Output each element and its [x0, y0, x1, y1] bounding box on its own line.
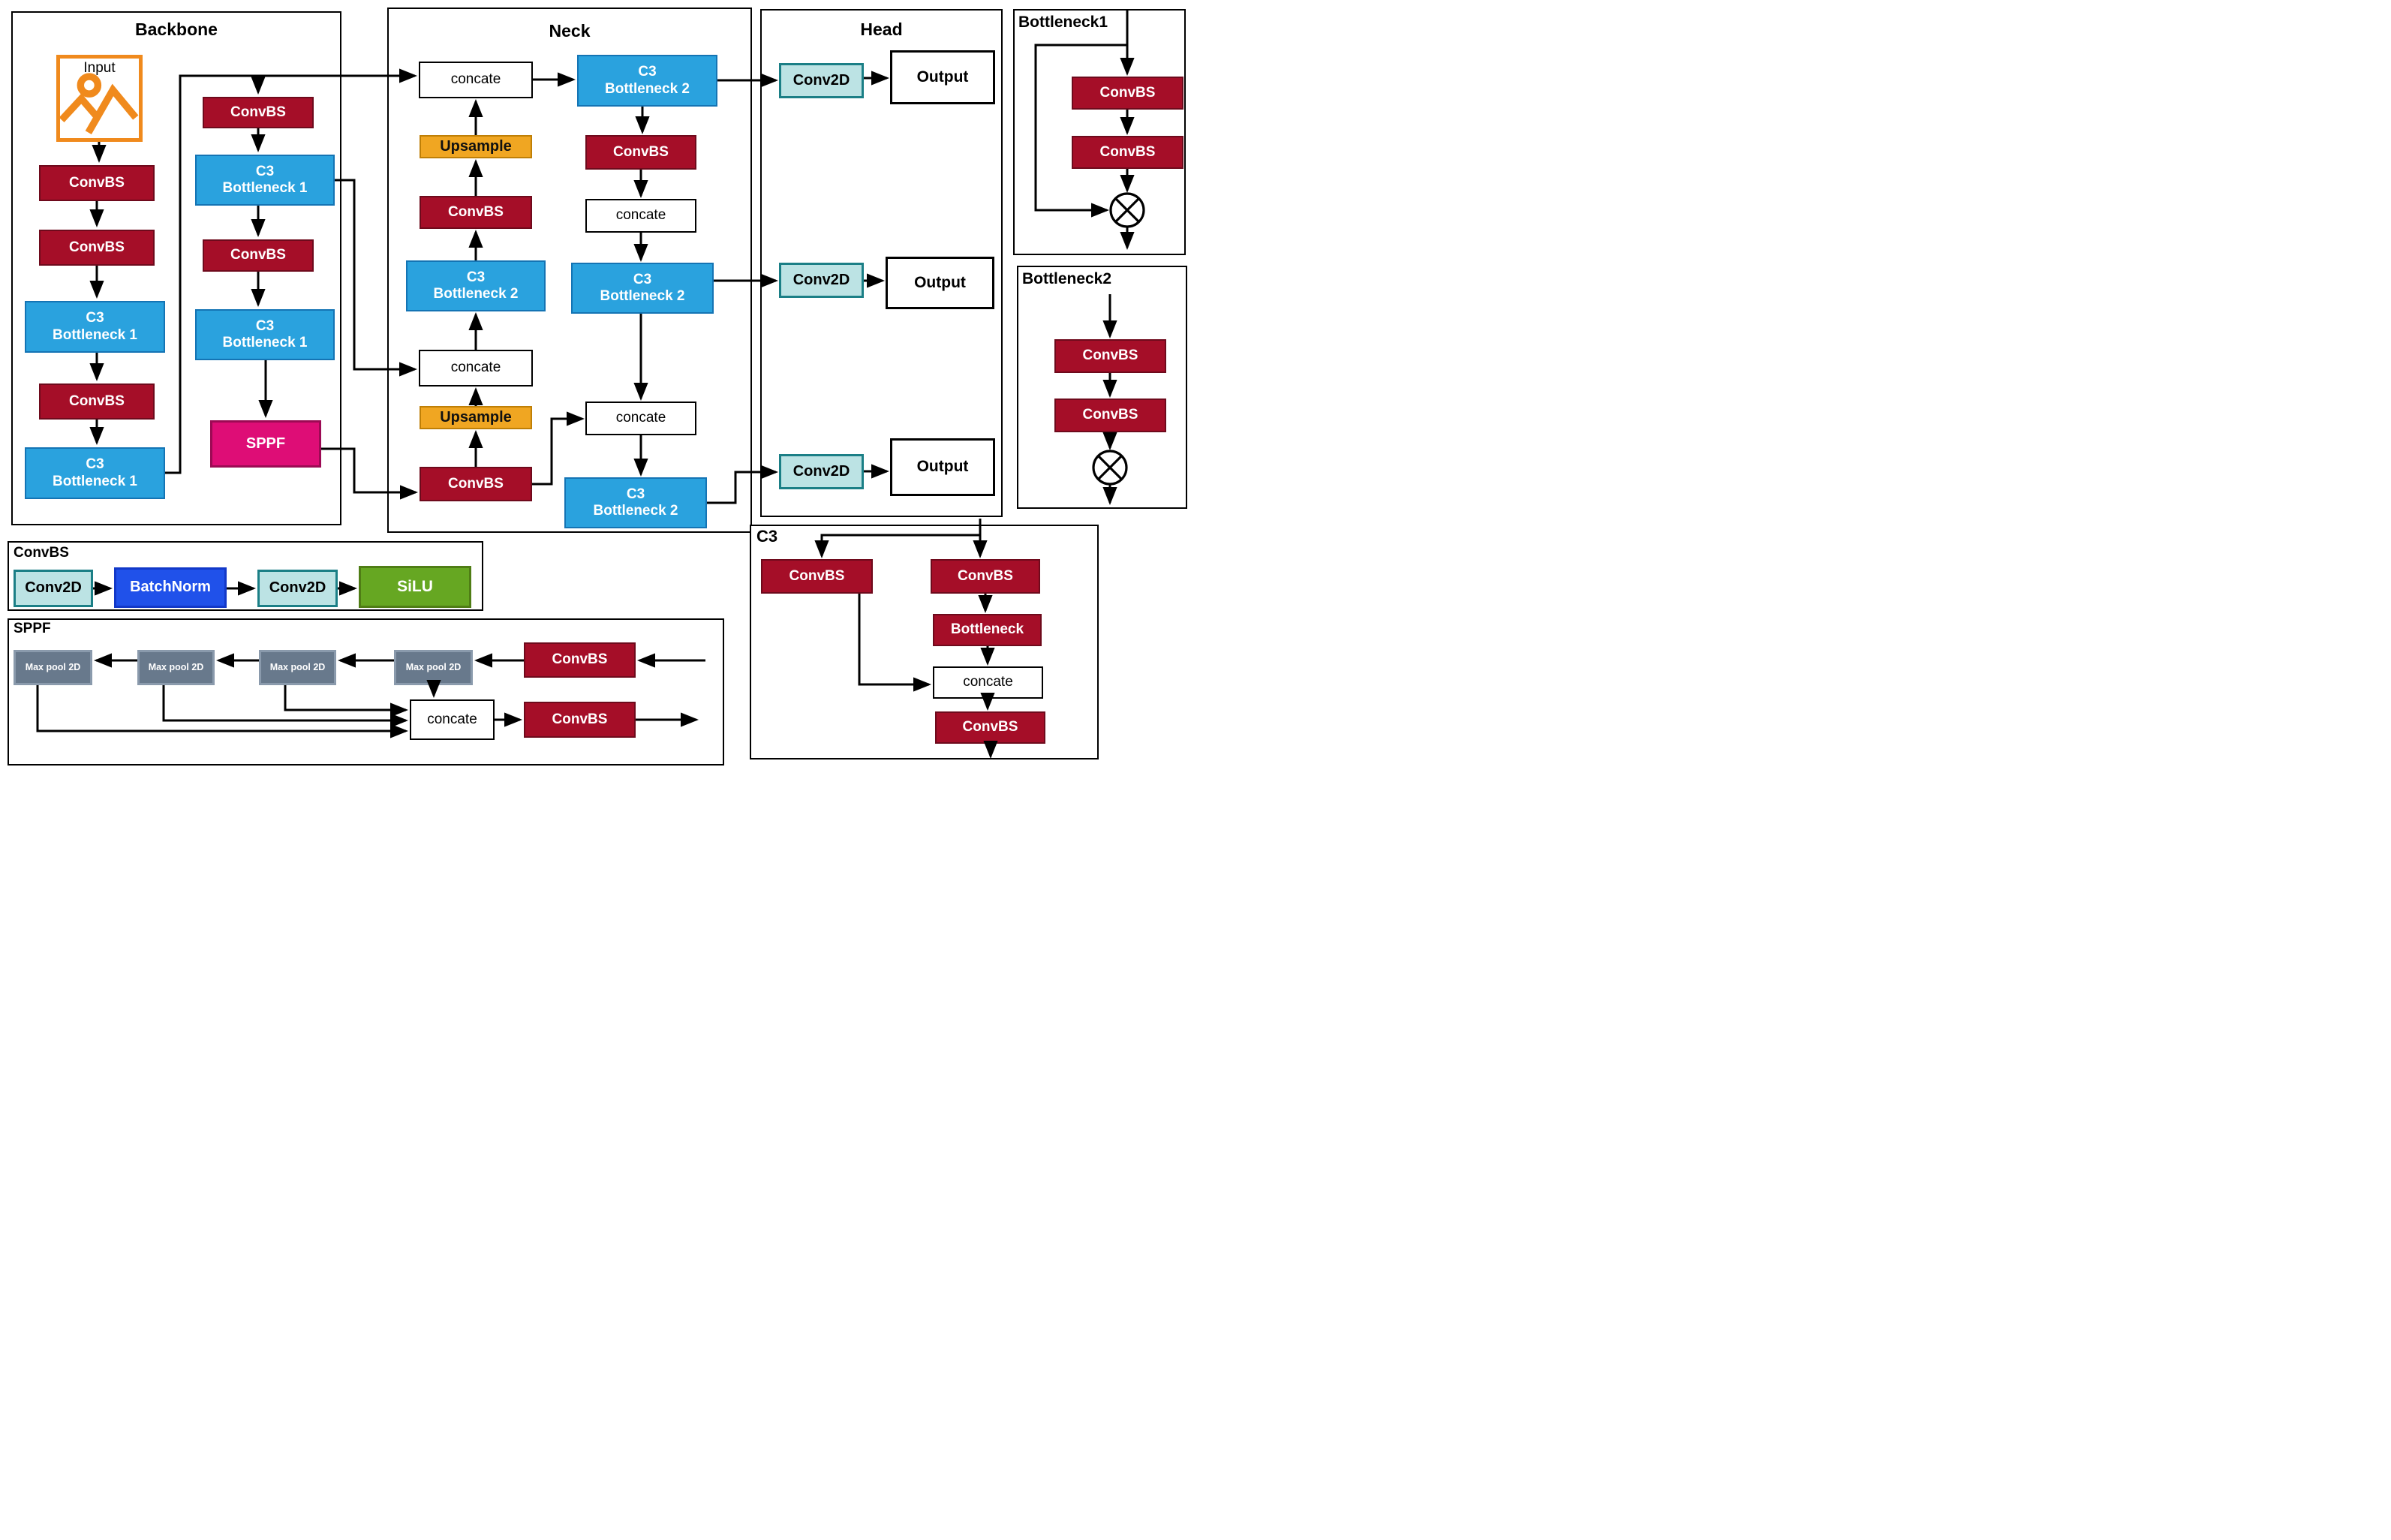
- head-output-3: Output: [890, 438, 995, 496]
- head-output-2: Output: [886, 257, 994, 309]
- neck-upsample-2: Upsample: [420, 406, 532, 429]
- convbs-panel-conv2d-2: Conv2D: [257, 570, 338, 607]
- c3-convbs-bottom: ConvBS: [935, 711, 1045, 744]
- head-conv2d-2: Conv2D: [779, 263, 864, 298]
- convbs-panel-batchnorm: BatchNorm: [114, 567, 227, 608]
- backbone-convbs-1: ConvBS: [39, 165, 155, 201]
- c3-convbs-right: ConvBS: [931, 559, 1040, 594]
- neck-c3bottleneck2-right1: C3 Bottleneck 2: [577, 55, 717, 107]
- bottleneck2-convbs-2: ConvBS: [1054, 399, 1166, 432]
- neck-convbs-1: ConvBS: [420, 196, 532, 229]
- c3-concate: concate: [933, 666, 1043, 699]
- neck-concate-4: concate: [585, 402, 696, 435]
- input-image-box: Input: [56, 55, 143, 142]
- backbone-c3bottleneck1-d: C3 Bottleneck 1: [195, 309, 335, 360]
- sppf-maxpool-3: Max pool 2D: [259, 650, 336, 685]
- head-conv2d-1: Conv2D: [779, 63, 864, 98]
- bottleneck2-title: Bottleneck2: [1022, 270, 1112, 287]
- neck-convbs-2: ConvBS: [420, 467, 532, 501]
- sppf-convbs-1: ConvBS: [524, 642, 636, 678]
- backbone-sppf: SPPF: [210, 420, 321, 468]
- backbone-convbs-4: ConvBS: [203, 97, 314, 128]
- neck-concate-3: concate: [585, 199, 696, 233]
- backbone-title: Backbone: [135, 20, 218, 39]
- c3-convbs-left: ConvBS: [761, 559, 873, 594]
- neck-convbs-3: ConvBS: [585, 135, 696, 170]
- sppf-concate: concate: [410, 699, 495, 740]
- bottleneck1-panel: [1013, 9, 1186, 255]
- bottleneck1-convbs-2: ConvBS: [1072, 136, 1183, 169]
- neck-upsample-1: Upsample: [420, 135, 532, 158]
- sppf-maxpool-2: Max pool 2D: [137, 650, 215, 685]
- neck-concate-1: concate: [419, 62, 533, 98]
- backbone-convbs-2: ConvBS: [39, 230, 155, 266]
- c3-title: C3: [756, 527, 778, 546]
- sppf-convbs-2: ConvBS: [524, 702, 636, 738]
- backbone-convbs-5: ConvBS: [203, 239, 314, 272]
- neck-concate-2: concate: [419, 350, 533, 387]
- backbone-c3bottleneck1-b: C3 Bottleneck 1: [25, 447, 165, 499]
- bottleneck2-panel: [1017, 266, 1187, 509]
- sppf-panel: [8, 618, 724, 765]
- architecture-diagram: Backbone Neck Head Bottleneck1 Bottlenec…: [0, 0, 1196, 770]
- image-icon: [60, 73, 139, 134]
- convbs-panel-conv2d-1: Conv2D: [14, 570, 93, 607]
- convbs-panel-silu: SiLU: [359, 566, 471, 608]
- backbone-convbs-3: ConvBS: [39, 383, 155, 420]
- sppf-maxpool-1: Max pool 2D: [14, 650, 92, 685]
- convbs-panel-title: ConvBS: [14, 545, 69, 561]
- neck-title: Neck: [549, 21, 591, 41]
- sppf-panel-title: SPPF: [14, 621, 51, 636]
- backbone-c3bottleneck1-c: C3 Bottleneck 1: [195, 155, 335, 206]
- bottleneck2-convbs-1: ConvBS: [1054, 339, 1166, 373]
- head-conv2d-3: Conv2D: [779, 454, 864, 489]
- neck-c3bottleneck2-right2: C3 Bottleneck 2: [571, 263, 714, 314]
- backbone-c3bottleneck1-a: C3 Bottleneck 1: [25, 301, 165, 353]
- bottleneck1-title: Bottleneck1: [1018, 14, 1108, 31]
- head-title: Head: [860, 20, 903, 39]
- bottleneck1-convbs-1: ConvBS: [1072, 77, 1183, 110]
- sppf-maxpool-4: Max pool 2D: [394, 650, 473, 685]
- c3-bottleneck: Bottleneck: [933, 614, 1042, 646]
- head-output-1: Output: [890, 50, 995, 104]
- neck-c3bottleneck2-right3: C3 Bottleneck 2: [564, 477, 707, 528]
- neck-c3bottleneck2-left: C3 Bottleneck 2: [406, 260, 546, 311]
- input-label: Input: [83, 60, 116, 76]
